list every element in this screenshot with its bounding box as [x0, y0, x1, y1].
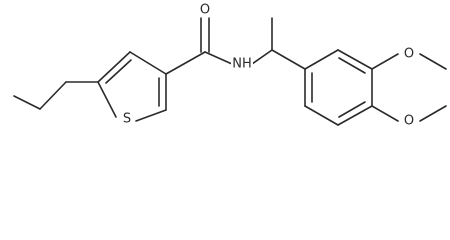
bond-benzene-5: [304, 105, 339, 126]
bond-ring-to-carbonyl: [165, 51, 206, 75]
bond-thiophene-c2-s: [135, 109, 167, 122]
bond-thiophene-s-c5: [97, 81, 117, 118]
bond-propyl-1: [13, 95, 41, 110]
amide-group: [165, 17, 273, 75]
bond-upper-methoxy-o: [371, 53, 399, 70]
bond-propyl-2: [39, 81, 67, 110]
bond-upper-methoxy-ch3: [419, 53, 447, 70]
bond-carbonyl-to-n: [204, 51, 233, 65]
atom-label-amide-nitrogen: NH: [232, 57, 252, 72]
chemical-structure-diagram: O NH S O O: [13, 2, 447, 129]
atom-label-carbonyl-oxygen: O: [200, 3, 210, 18]
bond-benzene-4: [337, 105, 373, 126]
atom-label-thiophene-sulfur: S: [123, 112, 131, 127]
bond-thiophene-c5-c4-inner: [105, 59, 132, 84]
bond-thiophene-c5-c4: [97, 51, 131, 83]
propyl-chain: [13, 81, 99, 110]
methine-group: [271, 17, 306, 70]
thiophene-ring: [97, 51, 167, 122]
methoxy-groups: [371, 53, 447, 122]
bond-ch-to-aryl: [271, 49, 306, 70]
benzene-ring: [304, 49, 373, 126]
bond-benzene-2-inner: [338, 57, 366, 74]
atom-label-upper-methoxy-oxygen: O: [404, 47, 414, 62]
bond-n-to-ch: [251, 49, 273, 65]
bond-benzene-1: [304, 49, 339, 70]
bond-lower-methoxy-o: [371, 105, 399, 122]
atom-label-lower-methoxy-oxygen: O: [404, 114, 414, 129]
bond-benzene-2: [337, 49, 373, 70]
bond-benzene-4-inner: [338, 101, 366, 118]
bond-lower-methoxy-ch3: [419, 105, 447, 122]
bond-thiophene-c4-c3: [129, 51, 167, 75]
